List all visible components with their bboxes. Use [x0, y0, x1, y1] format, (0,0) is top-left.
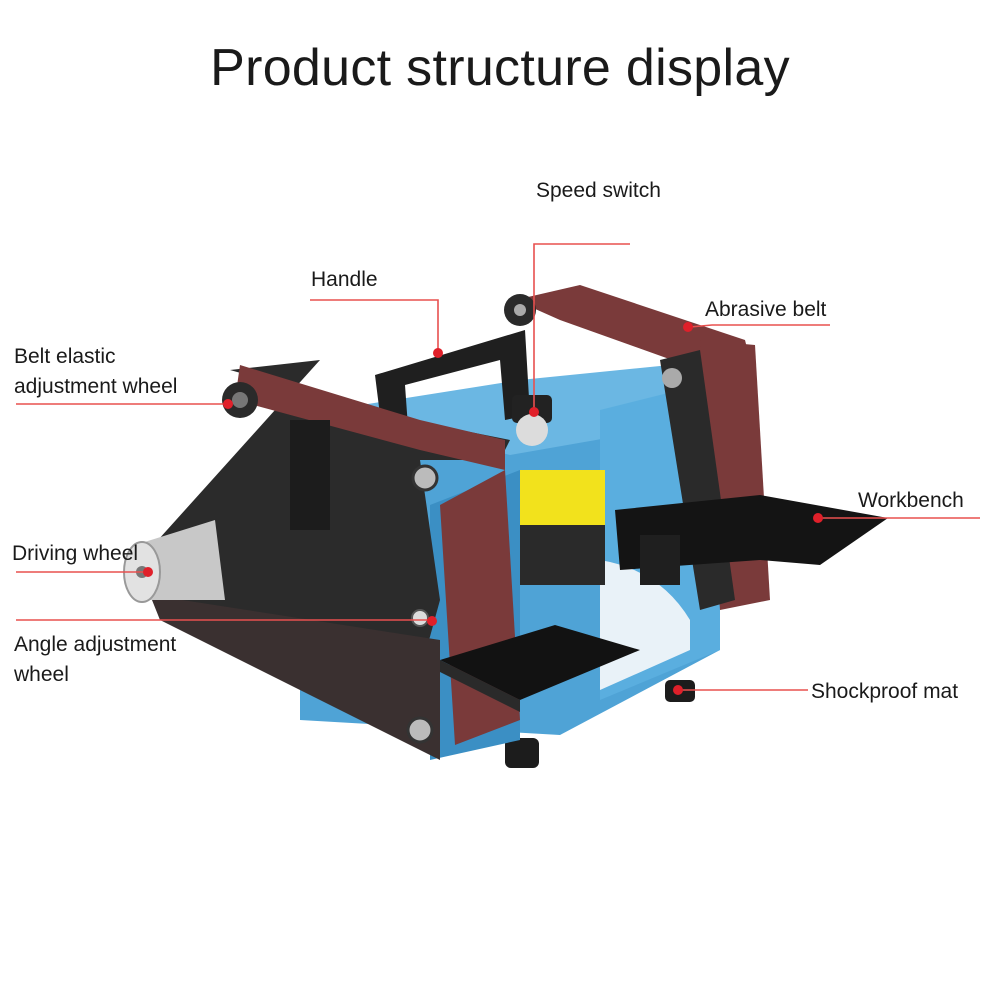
front-screw	[411, 464, 439, 492]
label-speed-switch: Speed switch	[536, 179, 661, 202]
front-screw-2	[406, 716, 434, 744]
housing-cutout	[600, 560, 690, 690]
motor-dark	[520, 525, 605, 585]
motor	[520, 470, 605, 525]
page-title: Product structure display	[210, 39, 790, 97]
leader-speed-switch	[533, 243, 630, 410]
belt-tension-knob-core	[232, 392, 248, 408]
left-belt-lower	[150, 595, 440, 760]
dot-abrasive-belt	[683, 322, 693, 332]
front-workbench	[440, 625, 640, 700]
foot-left	[505, 738, 539, 768]
dot-speed-switch	[529, 407, 539, 417]
label-angle-line2: wheel	[14, 663, 69, 686]
label-angle-line1: Angle adjustment	[14, 633, 177, 656]
dot-angle	[427, 616, 437, 626]
label-handle: Handle	[311, 268, 378, 291]
dot-driving-wheel	[143, 567, 153, 577]
label-workbench: Workbench	[858, 489, 964, 512]
label-driving-wheel: Driving wheel	[12, 542, 139, 565]
right-roller-side	[662, 368, 682, 388]
leader-lines	[16, 243, 980, 691]
dot-shockproof	[673, 685, 683, 695]
angle-knob	[411, 609, 429, 627]
leader-dots	[143, 322, 823, 695]
label-belt-elastic-line1: Belt elastic	[14, 345, 116, 368]
label-shockproof-mat: Shockproof mat	[811, 680, 959, 703]
leader-abrasive-belt	[689, 324, 830, 328]
leader-handle	[310, 299, 439, 352]
front-workbench-edge	[440, 660, 520, 712]
label-abrasive-belt: Abrasive belt	[705, 298, 827, 321]
dot-workbench	[813, 513, 823, 523]
right-roller-top-core	[514, 304, 526, 316]
left-bracket	[290, 420, 330, 530]
speed-switch-base	[516, 414, 548, 446]
right-workbench-support	[640, 535, 680, 585]
dot-handle	[433, 348, 443, 358]
left-belt-top	[235, 365, 505, 470]
dot-belt-elastic	[223, 399, 233, 409]
handle-bar	[375, 330, 530, 455]
label-belt-elastic-line2: adjustment wheel	[14, 375, 178, 398]
